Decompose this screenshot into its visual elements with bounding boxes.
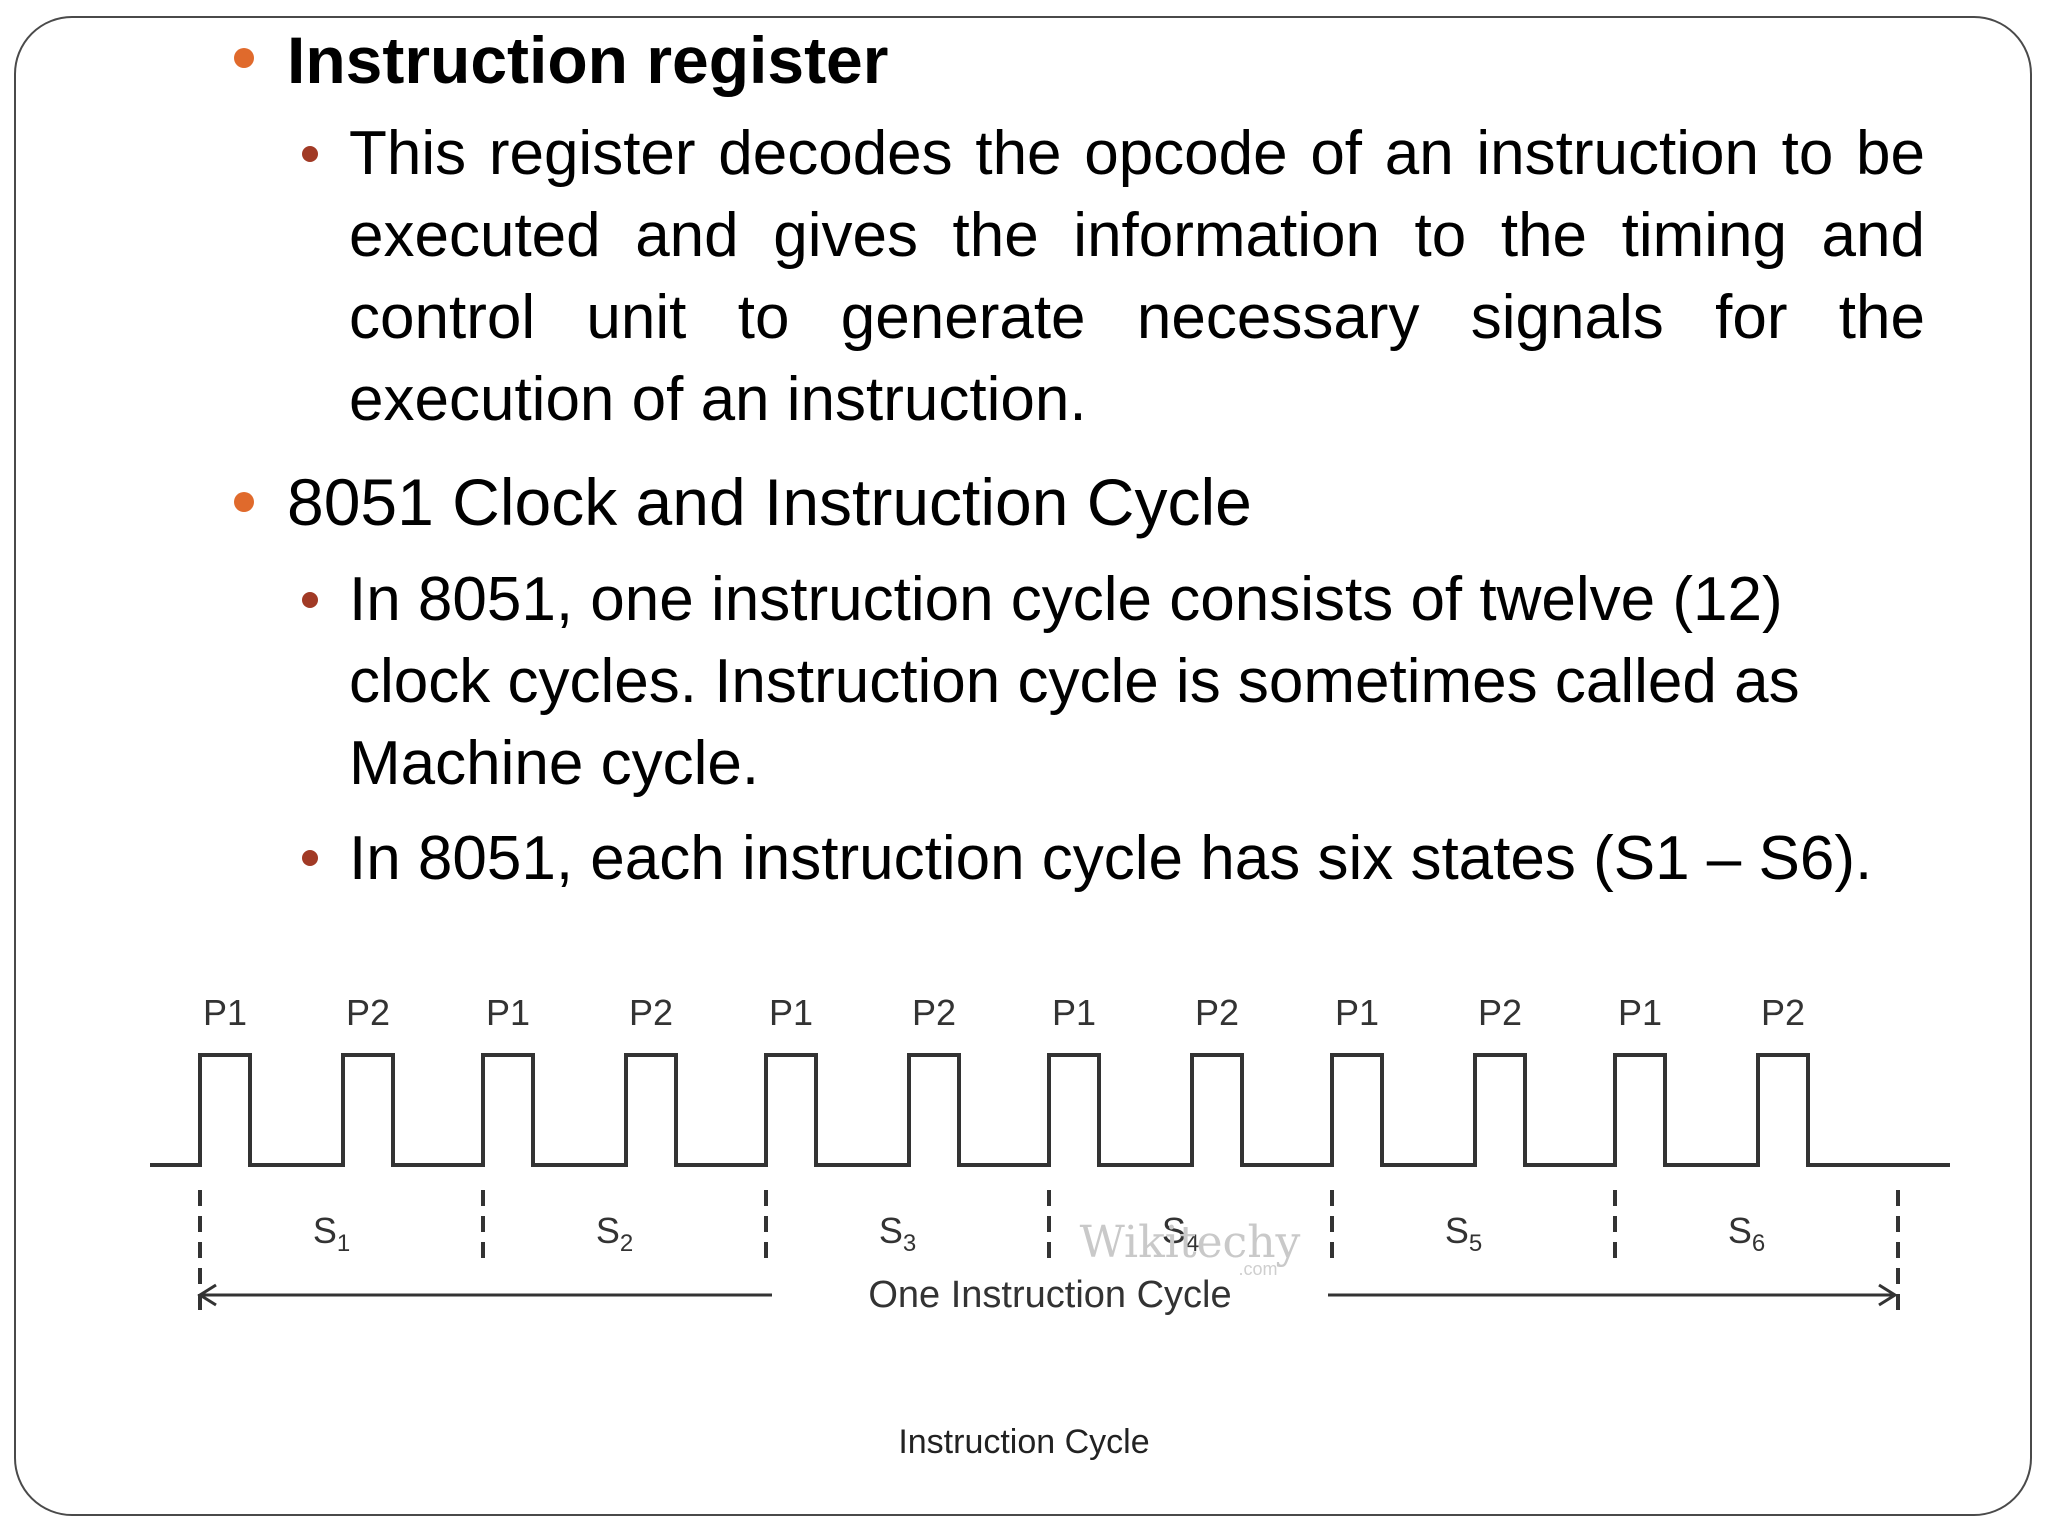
paragraph-six-states: In 8051, each instruction cycle has six … (349, 824, 1873, 893)
heading-instruction-register: Instruction register (287, 23, 889, 97)
state-label: S3 (879, 1210, 916, 1257)
phase-label: P2 (1478, 992, 1522, 1033)
arrowhead-right (1878, 1283, 1898, 1307)
bullet-dot (302, 592, 318, 608)
phase-label: P1 (1618, 992, 1662, 1033)
state-label: S1 (313, 1210, 350, 1257)
state-label: S2 (596, 1210, 633, 1257)
bullet-dot (234, 48, 254, 68)
slide-text: Instruction register This register decod… (234, 23, 1925, 893)
paragraph-twelve-clock-cycles: In 8051, one instruction cycle consists … (349, 565, 1800, 798)
phase-label: P1 (486, 992, 530, 1033)
phase-labels: P1 P2 P1 P2 P1 P2 P1 P2 P1 P2 P1 P2 (203, 992, 1805, 1033)
clock-waveform (150, 1053, 1950, 1167)
state-label: S4 (1162, 1210, 1199, 1257)
phase-label: P1 (203, 992, 247, 1033)
phase-label: P2 (912, 992, 956, 1033)
figure-caption: Instruction Cycle (898, 1423, 1150, 1461)
heading-clock-cycle: 8051 Clock and Instruction Cycle (287, 465, 1252, 539)
bullet-dot (302, 146, 318, 162)
instruction-cycle-diagram: P1 P2 P1 P2 P1 P2 P1 P2 P1 P2 P1 P2 S1 S2 S3 S4 S5 S6 Wi… (150, 992, 1950, 1320)
watermark: Wikitechy (1080, 1217, 1301, 1268)
phase-label: P1 (1052, 992, 1096, 1033)
bullet-dot (234, 492, 254, 512)
slide-frame (14, 16, 2032, 1516)
span-label: One Instruction Cycle (868, 1274, 1231, 1316)
phase-label: P2 (1761, 992, 1805, 1033)
phase-label: P2 (629, 992, 673, 1033)
bullet-dot (302, 850, 318, 866)
arrowhead-left (197, 1283, 217, 1307)
phase-label: P2 (346, 992, 390, 1033)
phase-label: P2 (1195, 992, 1239, 1033)
phase-label: P1 (1335, 992, 1379, 1033)
state-label: S6 (1728, 1210, 1765, 1257)
state-labels: S1 S2 S3 S4 S5 S6 (313, 1210, 1765, 1257)
state-dividers (198, 1190, 1900, 1320)
watermark-sub: .com (1238, 1259, 1277, 1279)
state-label: S5 (1445, 1210, 1482, 1257)
phase-label: P1 (769, 992, 813, 1033)
paragraph-instruction-register: This register decodes the opcode of an i… (349, 119, 1925, 434)
